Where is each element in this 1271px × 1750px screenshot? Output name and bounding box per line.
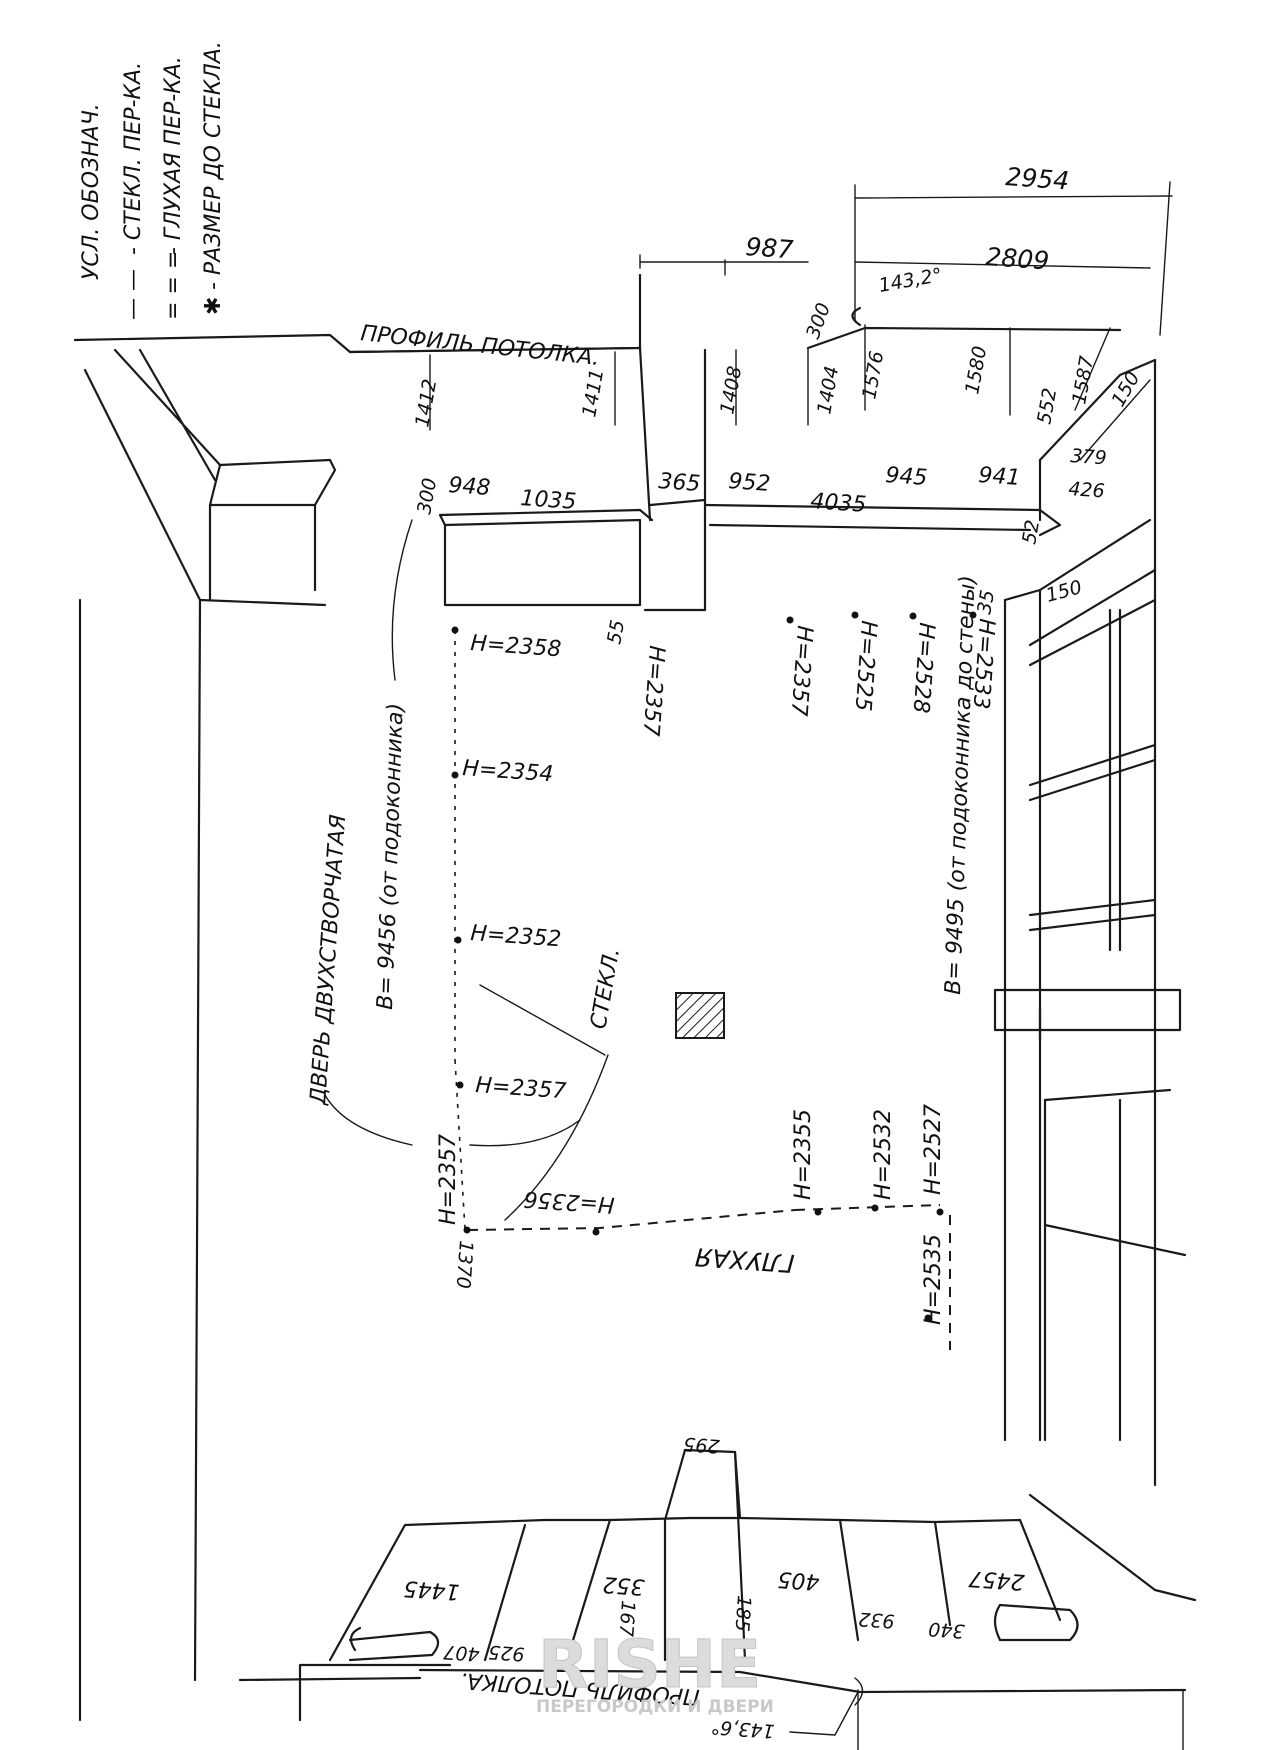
- dim-1445: 1445: [403, 1575, 461, 1604]
- legend-item-glass-dim: - РАЗМЕР ДО СТЕКЛА.: [201, 41, 226, 290]
- dim-185: 185: [730, 1595, 754, 1633]
- width-right-note: B= 9495 (от подоконника до стены): [941, 575, 981, 996]
- dim-932: 932: [858, 1607, 896, 1631]
- watermark: RISHE ПЕРЕГОРОДКИ И ДВЕРИ: [536, 1626, 774, 1718]
- solid-note: ГЛУХАЯ: [694, 1242, 795, 1278]
- dim-1587: 1587: [1068, 354, 1098, 405]
- dim-1576: 1576: [858, 349, 888, 400]
- glass-note: СТЕКЛ.: [586, 946, 625, 1031]
- dim-945: 945: [885, 463, 929, 491]
- dim-1370: 1370: [452, 1240, 477, 1290]
- legend-item-glass: - СТЕКЛ. ПЕР-КА.: [121, 62, 146, 255]
- height-2357-a: H=2357: [475, 1073, 567, 1104]
- dim-552: 552: [1033, 386, 1061, 426]
- dim-1035: 1035: [520, 486, 578, 515]
- dim-300-left: 300: [413, 476, 441, 516]
- dim-941: 941: [978, 463, 1022, 491]
- watermark-brand: RISHE: [538, 1626, 761, 1703]
- dim-379: 379: [1070, 445, 1108, 469]
- dim-352: 352: [602, 1571, 646, 1599]
- dim-4035: 4035: [810, 489, 868, 518]
- height-2525: H=2525: [850, 620, 881, 712]
- dim-167: 167: [614, 1600, 638, 1638]
- dim-2457: 2457: [968, 1565, 1026, 1594]
- bottom-steps: 295 1445 352 405 2457 925 407 167 185 93…: [328, 1432, 1079, 1665]
- dim-2809: 2809: [985, 242, 1050, 275]
- height-2528: H=2528: [908, 622, 939, 714]
- height-2357-b: H=2357: [436, 1134, 461, 1225]
- door-note: ДВЕРЬ ДВУХСТВОРЧАТАЯ: [306, 814, 351, 1107]
- column: [675, 992, 725, 1039]
- height-2352: H=2352: [470, 921, 562, 952]
- legend-symbol-solid: = = =: [161, 251, 186, 320]
- dim-1580: 1580: [961, 344, 991, 395]
- dim-angle-143-6: 143,6°: [710, 1716, 775, 1742]
- legend-item-solid: - ГЛУХАЯ ПЕР-КА.: [161, 56, 186, 255]
- dim-2954: 2954: [1005, 162, 1070, 195]
- dim-150-top: 150: [1107, 368, 1144, 410]
- height-2357-d: H=2357: [786, 625, 817, 717]
- height-2354: H=2354: [462, 756, 554, 787]
- width-left-note: B= 9456 (от подоконника): [373, 702, 409, 1010]
- bulkhead: 948 1035 365 952 4035 945 941 552 379 42…: [413, 346, 1157, 1487]
- dim-426: 426: [1068, 478, 1106, 502]
- height-2355: H=2355: [791, 1109, 816, 1200]
- height-2535: H=2535: [921, 1234, 946, 1325]
- height-2356: H=2356: [523, 1186, 615, 1217]
- legend-symbol-glass: — —: [121, 269, 146, 320]
- ceiling-bottom: ПРОФИЛЬ ПОТОЛКА. 2953 143,6°: [418, 1667, 1187, 1750]
- dim-1404: 1404: [813, 364, 843, 415]
- dim-340: 340: [928, 1617, 966, 1641]
- height-2527: H=2527: [921, 1104, 946, 1195]
- dim-407: 407: [443, 1640, 481, 1664]
- height-2357-c: H=2357: [638, 645, 669, 737]
- height-2532: H=2532: [871, 1109, 896, 1200]
- legend-symbol-glass-dim: ✱: [201, 297, 226, 315]
- dim-300-top: 300: [802, 300, 835, 342]
- watermark-tagline: ПЕРЕГОРОДКИ И ДВЕРИ: [536, 1697, 774, 1717]
- dim-1411: 1411: [578, 367, 608, 418]
- dim-1412: 1412: [411, 377, 441, 428]
- dim-405: 405: [777, 1566, 821, 1594]
- dim-1408: 1408: [716, 364, 746, 415]
- dim-55: 55: [603, 618, 629, 646]
- dim-angle-143-2: 143,2°: [877, 264, 944, 297]
- dim-952: 952: [728, 469, 772, 497]
- dim-925: 925: [488, 1640, 526, 1664]
- partitions: [454, 630, 951, 1350]
- dim-52: 52: [1018, 518, 1044, 546]
- dim-987: 987: [745, 232, 795, 264]
- ceiling-top: ПРОФИЛЬ ПОТОЛКА.: [348, 254, 1122, 371]
- dim-150-window: 150: [1044, 576, 1085, 607]
- window-wall: [993, 518, 1197, 1602]
- dim-35: 35: [973, 588, 999, 616]
- height-marks: H=2358 H=2354 H=2352 H=2357 H=2357 H=235…: [436, 611, 999, 1325]
- dim-365: 365: [658, 469, 702, 497]
- ceiling-profile-label-top: ПРОФИЛЬ ПОТОЛКА.: [359, 321, 600, 371]
- legend-title: УСЛ. ОБОЗНАЧ.: [79, 103, 104, 280]
- dim-295: 295: [683, 1432, 721, 1456]
- legend: УСЛ. ОБОЗНАЧ. — — - СТЕКЛ. ПЕР-КА. = = =…: [79, 41, 226, 320]
- top-dimensions: 2954 2809 987 143,2° 300: [745, 162, 1173, 342]
- height-2358: H=2358: [470, 631, 562, 662]
- dim-948: 948: [448, 473, 492, 501]
